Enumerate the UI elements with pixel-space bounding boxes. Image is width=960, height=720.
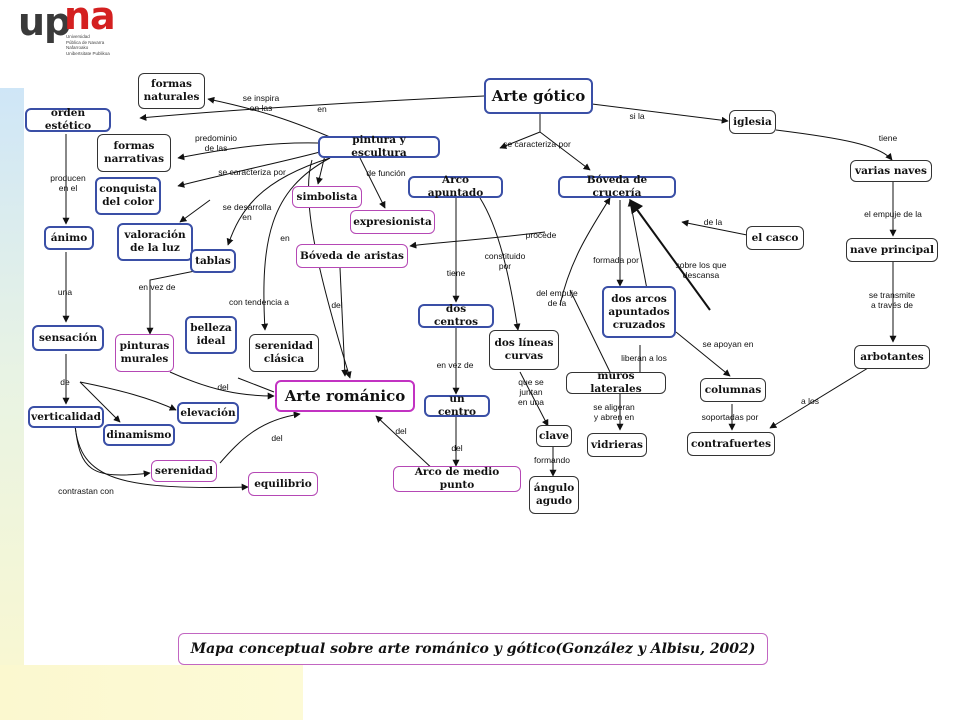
label-se-desarrolla: se desarrolla en <box>222 202 272 222</box>
node-el-casco: el casco <box>746 226 804 250</box>
label-se-caracteriza-por: se caracteriza por <box>218 167 286 177</box>
node-formas-narrativas: formas narrativas <box>97 134 171 172</box>
logo-line: Universidad <box>66 34 90 39</box>
label-el-empuje-de-la: el empuje de la <box>864 209 922 219</box>
node-dos-arcos: dos arcos apuntados cruzados <box>602 286 676 338</box>
label-se-inspira: se inspira en las <box>242 93 280 113</box>
label-se-apoyan-en: se apoyan en <box>702 339 754 349</box>
logo-line: Pública de Navarra <box>66 39 105 45</box>
label-tiene: tiene <box>878 133 898 143</box>
node-arbotantes: arbotantes <box>854 345 930 369</box>
node-dos-centros: dos centros <box>418 303 494 328</box>
node-simbolista: simbolista <box>292 186 362 208</box>
node-pintura-escultura: pintura y escultura <box>318 134 440 159</box>
node-boveda-cruceria: Bóveda de crucería <box>558 174 676 199</box>
label-formando: formando <box>534 455 570 465</box>
node-clave: clave <box>536 425 572 447</box>
node-columnas: columnas <box>700 378 766 402</box>
label-del: del <box>331 300 343 310</box>
node-angulo-agudo: ángulo agudo <box>529 476 579 514</box>
label-que-se-juntan: que se juntan en una <box>518 377 544 407</box>
label-una: una <box>57 287 73 297</box>
label-de: de <box>60 377 70 387</box>
label-tiene: tiene <box>446 268 466 278</box>
node-belleza-ideal: belleza ideal <box>185 316 237 354</box>
node-formas-naturales: formas naturales <box>138 73 205 109</box>
label-con-tendencia: con tendencia a <box>228 297 290 307</box>
node-tablas: tablas <box>190 249 236 273</box>
label-sobre-los-que: sobre los que descansa <box>675 260 727 280</box>
node-equilibrio: equilibrio <box>248 472 318 496</box>
label-en-vez-de: en vez de <box>138 282 176 292</box>
label-a-los: a los <box>801 396 819 406</box>
node-pinturas-murales: pinturas murales <box>115 334 174 372</box>
node-serenidad: serenidad <box>151 460 217 482</box>
label-soportadas-por: soportadas por <box>701 412 759 422</box>
node-dinamismo: dinamismo <box>103 424 175 446</box>
node-expresionista: expresionista <box>350 210 435 234</box>
logo-line: Nafarroako <box>66 45 89 50</box>
node-dos-lineas: dos líneas curvas <box>489 330 559 370</box>
label-se-transmite: se transmite a través de <box>868 290 916 310</box>
logo-subtitle: Universidad Pública de Navarra Nafarroak… <box>66 34 126 56</box>
node-boveda-aristas: Bóveda de aristas <box>296 244 408 268</box>
label-del: del <box>451 443 463 453</box>
logo-na-text: na <box>64 0 116 38</box>
node-arco-medio-punto: Arco de medio punto <box>393 466 521 492</box>
logo-line: Unibertsitate Publikoa <box>66 50 110 56</box>
node-verticalidad: verticalidad <box>28 406 104 428</box>
node-vidrieras: vidrieras <box>587 433 647 457</box>
label-de-funcion: de función <box>366 168 406 178</box>
label-constituido: constituido por <box>484 251 526 271</box>
node-varias-naves: varias naves <box>850 160 932 182</box>
label-se-aligeran: se aligeran y abren en <box>593 402 635 422</box>
node-elevacion: elevación <box>177 402 239 424</box>
background-gradient-strip <box>0 88 24 720</box>
node-contrafuertes: contrafuertes <box>687 432 775 456</box>
node-orden-estetico: orden estético <box>25 107 111 132</box>
label-liberan-a-los: liberan a los <box>621 353 667 363</box>
background-gradient-bottom <box>0 665 303 720</box>
label-del: del <box>271 433 283 443</box>
node-arte-romanico: Arte románico <box>275 380 415 412</box>
node-nave-principal: nave principal <box>846 238 938 262</box>
node-sensacion: sensación <box>32 325 104 351</box>
label-del-empuje: del empuje de la <box>536 288 578 308</box>
label-producen: producen en el <box>50 173 86 193</box>
node-valoracion-luz: valoración de la luz <box>117 223 193 261</box>
label-en: en <box>280 233 290 243</box>
label-procede: procede <box>525 230 557 240</box>
label-si-la: si la <box>629 111 645 121</box>
node-serenidad-clasica: serenidad clásica <box>249 334 319 372</box>
label-contrastan-con: contrastan con <box>58 486 114 496</box>
label-en: en <box>317 104 327 114</box>
diagram-caption: Mapa conceptual sobre arte románico y gó… <box>178 633 768 665</box>
label-del: del <box>217 382 229 392</box>
label-predominio: predominio de las <box>194 133 238 153</box>
node-un-centro: un centro <box>424 393 490 418</box>
node-arco-apuntado: Arco apuntado <box>408 174 503 199</box>
node-animo: ánimo <box>44 226 94 250</box>
node-muros-laterales: muros laterales <box>566 370 666 395</box>
label-formada-por: formada por <box>593 255 639 265</box>
node-iglesia: iglesia <box>729 110 776 134</box>
label-en-vez-de: en vez de <box>436 360 474 370</box>
node-conquista-color: conquista del color <box>95 177 161 215</box>
node-arte-gotico: Arte gótico <box>484 78 593 114</box>
logo-up-text: up <box>18 0 71 44</box>
label-de-la: de la <box>703 217 723 227</box>
label-se-caracteriza-por: se caracteriza por <box>503 139 571 149</box>
label-del: del <box>395 426 407 436</box>
